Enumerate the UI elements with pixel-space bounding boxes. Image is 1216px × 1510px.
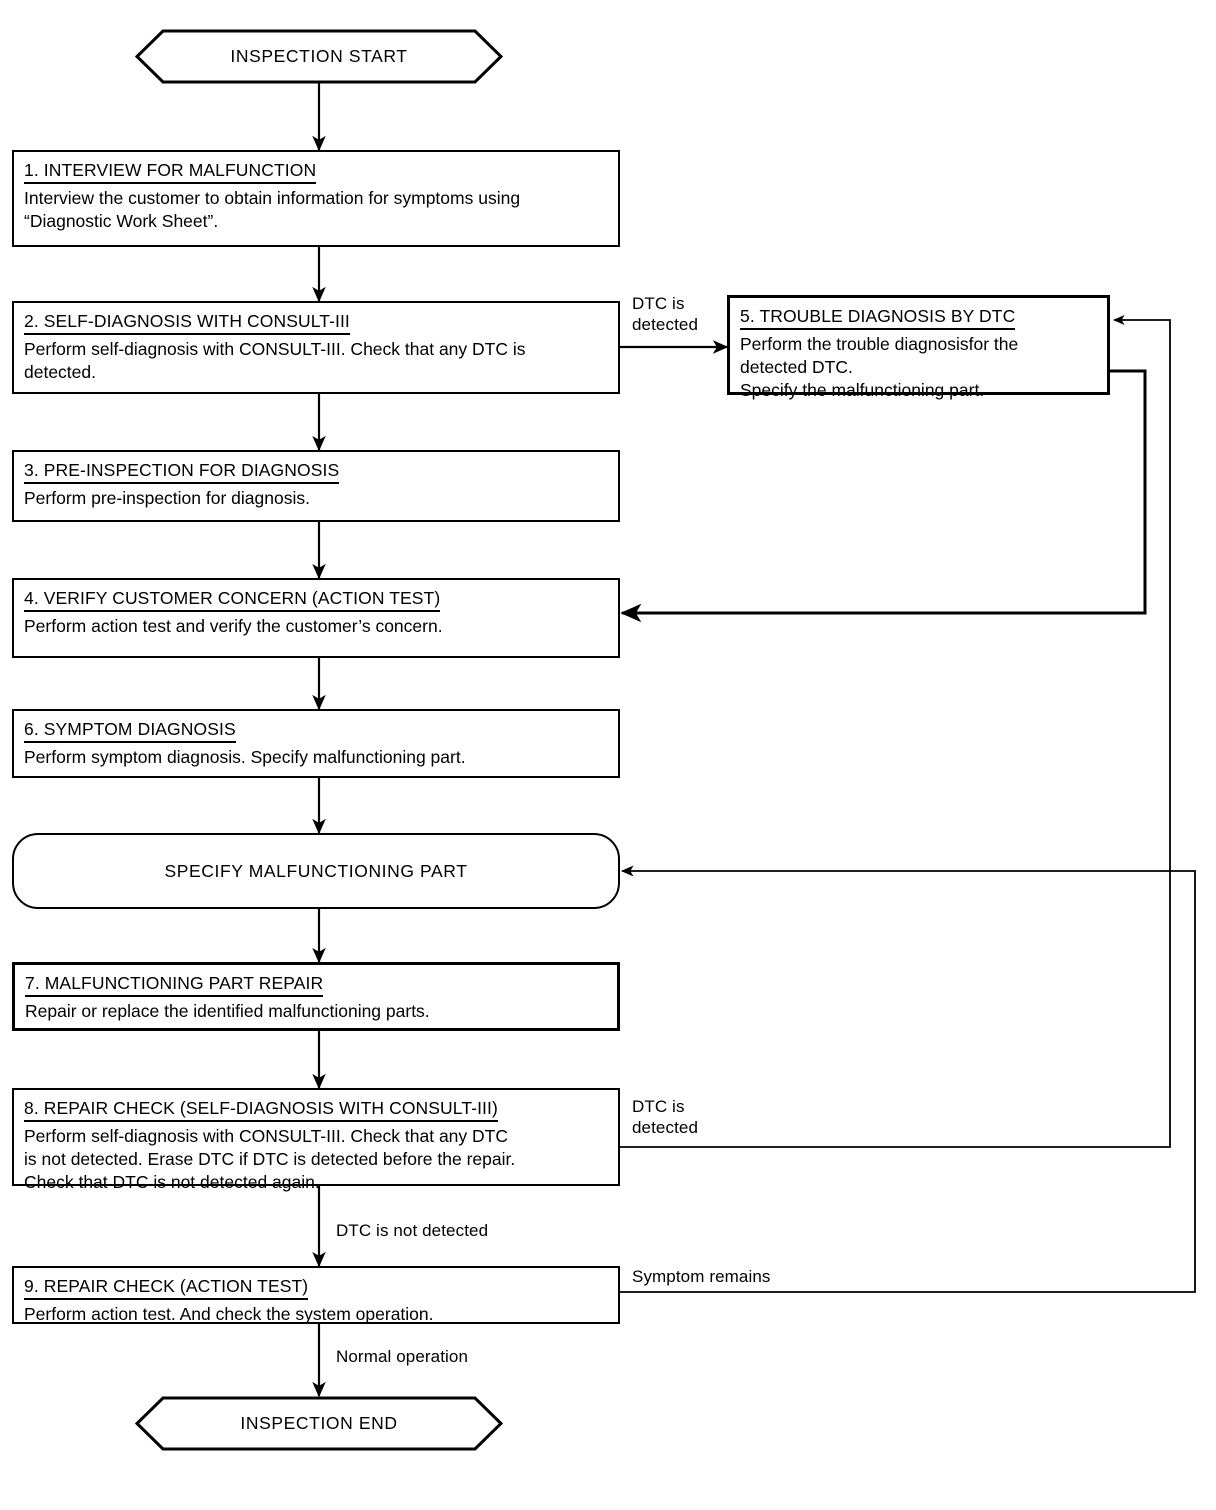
- specify-malfunctioning-part-node[interactable]: SPECIFY MALFUNCTIONING PART: [12, 833, 620, 909]
- process-box-3[interactable]: 3. PRE-INSPECTION FOR DIAGNOSIS Perform …: [12, 450, 620, 522]
- process-box-9[interactable]: 9. REPAIR CHECK (ACTION TEST) Perform ac…: [12, 1266, 620, 1324]
- process-box-9-title: 9. REPAIR CHECK (ACTION TEST): [24, 1275, 309, 1301]
- process-box-7-body: Repair or replace the identified malfunc…: [25, 1001, 430, 1022]
- process-box-2-title: 2. SELF-DIAGNOSIS WITH CONSULT-III: [24, 310, 350, 336]
- end-terminator: INSPECTION END: [135, 1396, 503, 1451]
- process-box-5-title: 5. TROUBLE DIAGNOSIS BY DTC: [740, 305, 1016, 331]
- process-box-2[interactable]: 2. SELF-DIAGNOSIS WITH CONSULT-III Perfo…: [12, 301, 620, 394]
- process-box-6-body: Perform symptom diagnosis. Specify malfu…: [24, 747, 466, 768]
- process-box-9-body: Perform action test. And check the syste…: [24, 1304, 434, 1325]
- process-box-7-title: 7. MALFUNCTIONING PART REPAIR: [25, 972, 324, 998]
- process-box-4[interactable]: 4. VERIFY CUSTOMER CONCERN (ACTION TEST)…: [12, 578, 620, 658]
- process-box-7[interactable]: 7. MALFUNCTIONING PART REPAIR Repair or …: [12, 962, 620, 1031]
- process-box-2-body: Perform self-diagnosis with CONSULT-III.…: [24, 339, 526, 382]
- edge-5-to-4: [620, 369, 1147, 623]
- process-box-5-body: Perform the trouble diagnosisfor the det…: [740, 334, 1019, 400]
- process-box-3-body: Perform pre-inspection for diagnosis.: [24, 488, 310, 509]
- process-box-6-title: 6. SYMPTOM DIAGNOSIS: [24, 718, 236, 744]
- edge-label-dtc-detected-top: DTC is detected: [632, 294, 699, 335]
- edge-label-dtc-not-detected: DTC is not detected: [336, 1221, 489, 1240]
- start-terminator: INSPECTION START: [135, 29, 503, 84]
- specify-malfunctioning-part-label: SPECIFY MALFUNCTIONING PART: [164, 860, 468, 881]
- edge-label-normal-operation: Normal operation: [336, 1347, 468, 1366]
- end-terminator-label: INSPECTION END: [240, 1413, 398, 1433]
- process-box-8-body: Perform self-diagnosis with CONSULT-III.…: [24, 1126, 516, 1192]
- process-box-8[interactable]: 8. REPAIR CHECK (SELF-DIAGNOSIS WITH CON…: [12, 1088, 620, 1192]
- process-box-1-title: 1. INTERVIEW FOR MALFUNCTION: [24, 159, 317, 185]
- process-box-1-body: Interview the customer to obtain informa…: [24, 188, 521, 231]
- process-box-4-body: Perform action test and verify the custo…: [24, 616, 443, 637]
- process-box-8-title: 8. REPAIR CHECK (SELF-DIAGNOSIS WITH CON…: [24, 1097, 498, 1123]
- edge-8-to-5: [620, 314, 1171, 1148]
- start-terminator-label: INSPECTION START: [230, 46, 408, 66]
- process-box-3-title: 3. PRE-INSPECTION FOR DIAGNOSIS: [24, 459, 340, 485]
- process-box-1[interactable]: 1. INTERVIEW FOR MALFUNCTION Interview t…: [12, 150, 620, 247]
- edge-label-dtc-detected-repair: DTC is detected: [632, 1097, 699, 1138]
- edge-9-to-specify: [620, 865, 1196, 1293]
- edge-label-symptom-remains: Symptom remains: [632, 1267, 771, 1286]
- process-box-4-title: 4. VERIFY CUSTOMER CONCERN (ACTION TEST): [24, 587, 441, 613]
- process-box-6[interactable]: 6. SYMPTOM DIAGNOSIS Perform symptom dia…: [12, 709, 620, 778]
- process-box-5[interactable]: 5. TROUBLE DIAGNOSIS BY DTC Perform the …: [727, 295, 1110, 400]
